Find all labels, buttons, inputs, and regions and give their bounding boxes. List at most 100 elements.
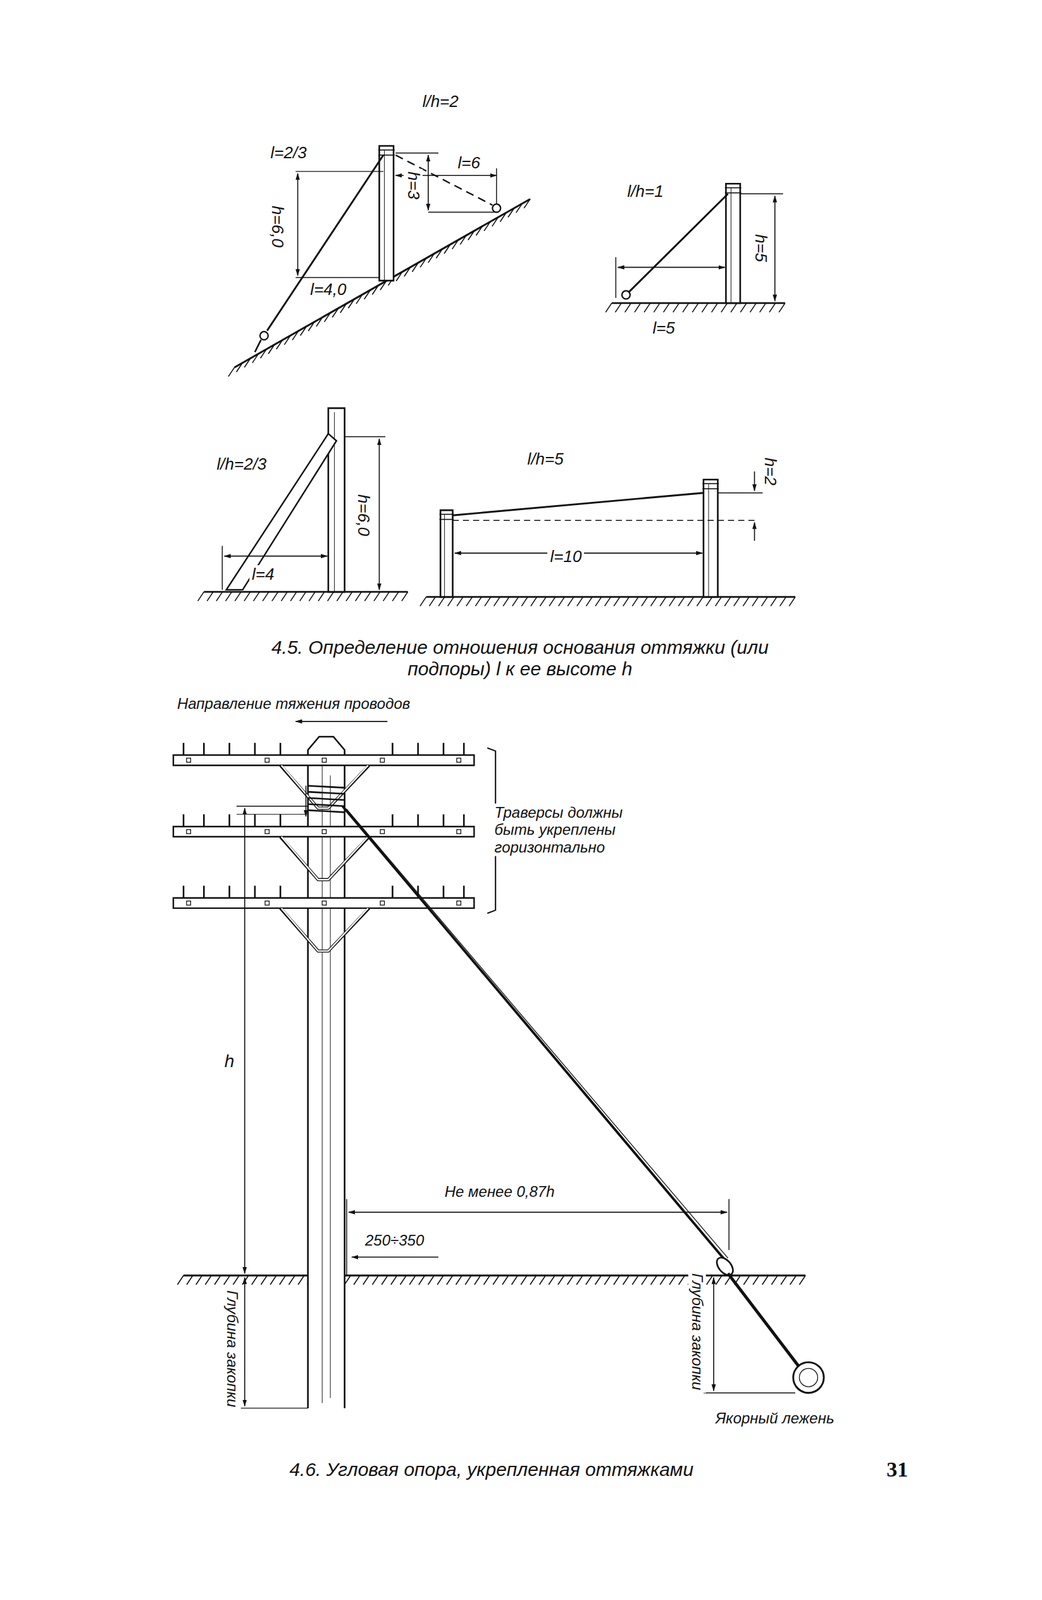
- ground-hatch: [364, 289, 371, 300]
- ground-hatch: [214, 1274, 221, 1285]
- extension-line: [344, 435, 386, 437]
- extension-line: [222, 545, 223, 590]
- dimension-line: [754, 471, 756, 491]
- ground-hatch: [788, 596, 796, 607]
- ground-hatch: [623, 596, 630, 607]
- ground-hatch: [692, 303, 699, 313]
- insulator-pin: [254, 814, 257, 827]
- ground-hatch: [420, 596, 427, 607]
- ground-hatch: [585, 1274, 593, 1285]
- ground-hatch: [733, 596, 741, 607]
- dimension-line: [774, 196, 776, 302]
- figure-caption: 4.6. Угловая опора, укрепленная оттяжкам…: [286, 1457, 696, 1480]
- ground-hatch: [340, 303, 347, 314]
- insulator-pin: [182, 742, 185, 755]
- ground-hatch: [380, 280, 387, 291]
- ground-hatch: [244, 591, 251, 602]
- pole-grain: [330, 775, 331, 1397]
- bolt-hole: [265, 829, 269, 834]
- guy-wire-strand: [346, 809, 729, 1258]
- ground-hatch: [742, 596, 750, 607]
- ground-hatch: [290, 591, 297, 602]
- ground-hatch: [540, 596, 547, 607]
- ground-hatch: [721, 303, 728, 313]
- dimension-label: l=10: [547, 547, 584, 567]
- ground-hatch: [730, 303, 738, 313]
- dimension-label: h=3: [403, 168, 423, 202]
- anchor-rod: [728, 1272, 804, 1372]
- insulator-pin: [203, 814, 205, 827]
- ground-hatch: [502, 596, 510, 607]
- ground-hatch: [204, 1274, 212, 1285]
- ground-hatch: [530, 1274, 537, 1285]
- bolt-hole: [322, 900, 326, 905]
- ground-hatch: [484, 596, 491, 607]
- extension-line: [496, 168, 497, 204]
- dimension-label: l/h=2/3: [214, 454, 270, 474]
- insulator-pin: [442, 814, 445, 827]
- ground-hatch: [530, 596, 538, 607]
- note: Якорный лежень: [713, 1408, 838, 1427]
- pole-band: [439, 518, 455, 521]
- ground-hatch: [390, 1274, 398, 1285]
- ground-hatch: [651, 596, 658, 607]
- ground-hatch: [780, 1274, 788, 1285]
- insulator-pin: [182, 814, 185, 827]
- ground-hatch: [268, 344, 275, 354]
- insulator-pin: [182, 885, 185, 898]
- ground-hatch: [701, 303, 708, 313]
- ground-hatch: [771, 1274, 778, 1285]
- guy-wire: [628, 193, 728, 292]
- ground-hatch: [605, 303, 612, 313]
- ground-hatch: [177, 1274, 184, 1285]
- ground-hatch: [483, 221, 491, 231]
- ground-hatch: [625, 303, 632, 313]
- dimension-label: l/h=5: [525, 449, 567, 469]
- guy-clamp: [308, 785, 345, 788]
- ground-hatch: [682, 303, 689, 313]
- ground-hatch: [355, 591, 362, 602]
- ground-hatch: [576, 596, 584, 607]
- insulator-pin: [279, 885, 282, 898]
- ground-hatch: [373, 591, 381, 602]
- ground-hatch: [444, 244, 451, 254]
- insulator-pin: [442, 885, 445, 898]
- ground-hatch: [336, 591, 343, 602]
- guy-ring: [492, 203, 501, 212]
- dimension-line: [305, 785, 307, 816]
- ground-hatch: [364, 591, 371, 602]
- insulator-pin: [203, 885, 205, 898]
- ground-hatch: [300, 326, 307, 336]
- dimension-line: [224, 555, 328, 557]
- ground-hatch: [456, 596, 464, 607]
- ground-hatch: [614, 303, 622, 313]
- ground-hatch: [651, 1274, 658, 1285]
- insulator-pin: [416, 742, 419, 755]
- pole-band: [702, 487, 719, 490]
- ground-hatch: [511, 1274, 519, 1285]
- dimension-label: h=6,0: [267, 203, 287, 250]
- ground-hatch: [663, 303, 670, 313]
- ground-hatch: [595, 1274, 602, 1285]
- ground-hatch: [548, 1274, 555, 1285]
- insulator-pin: [463, 742, 466, 755]
- guy-clamp: [308, 797, 345, 800]
- ground-hatch: [492, 1274, 500, 1285]
- dimension-line: [618, 266, 726, 269]
- ground-hatch: [280, 591, 288, 602]
- ground-hatch: [418, 1274, 426, 1285]
- guy-clamp: [308, 803, 345, 806]
- ground-hatch: [465, 1274, 472, 1285]
- dimension-line: [297, 173, 299, 276]
- ground-hatch: [678, 1274, 686, 1285]
- ground-hatch: [356, 294, 363, 304]
- pole-band: [439, 513, 455, 515]
- ground-hatch: [687, 596, 695, 607]
- note: Направление тяжения проводов: [174, 695, 413, 714]
- ground-hatch: [595, 596, 602, 607]
- ground-hatch: [762, 1274, 769, 1285]
- insulator-pin: [463, 814, 466, 827]
- ground-hatch: [558, 1274, 565, 1285]
